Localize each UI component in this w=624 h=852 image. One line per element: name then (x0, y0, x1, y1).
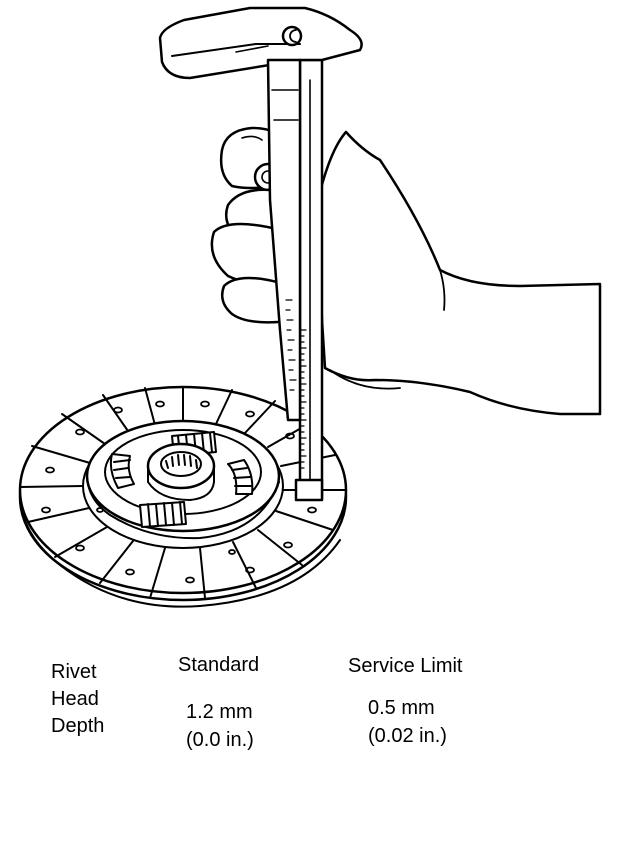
standard-value: 1.2 mm (0.0 in.) (186, 699, 254, 755)
splined-hub (146, 442, 216, 501)
damper-springs (109, 431, 254, 528)
label-line-head: Head (51, 688, 99, 710)
service-limit-value-mm: 0.5 mm (368, 697, 435, 719)
standard-value-mm: 1.2 mm (186, 701, 253, 723)
caliper-scale-ticks (285, 299, 307, 469)
service-limit-value-in: (0.02 in.) (368, 725, 447, 747)
label-line-rivet: Rivet (51, 661, 97, 683)
rivet-head-depth-label: Rivet Head Depth (51, 659, 104, 740)
service-limit-header: Service Limit (348, 655, 463, 677)
standard-value-in: (0.0 in.) (186, 729, 254, 751)
service-limit-value: 0.5 mm (0.02 in.) (368, 695, 447, 751)
clutch-disc (18, 385, 348, 608)
standard-header: Standard (178, 654, 260, 676)
vernier-caliper (158, 6, 363, 502)
label-line-depth: Depth (51, 715, 105, 737)
clutch-disc-caliper-illustration (18, 6, 602, 608)
